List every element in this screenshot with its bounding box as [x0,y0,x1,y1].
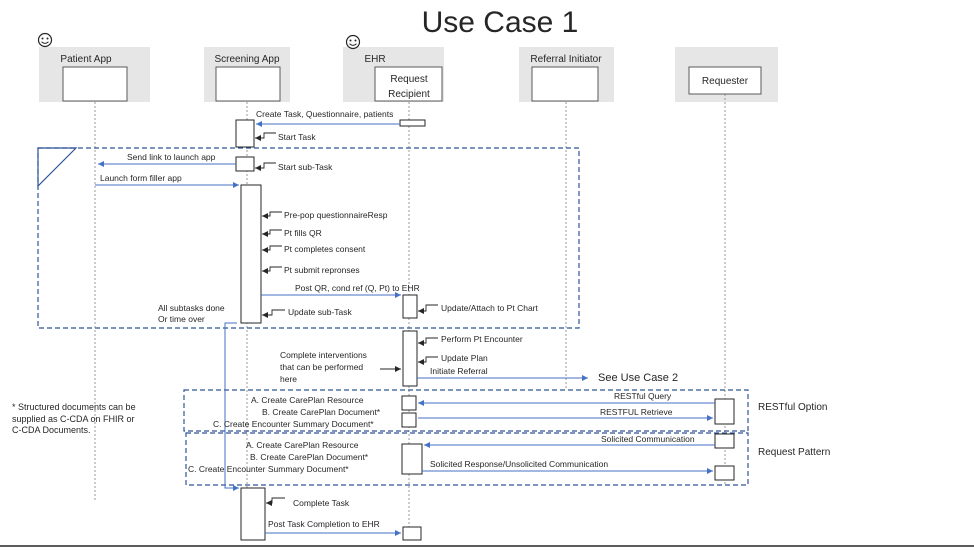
structured-docs-note: * Structured documents can be supplied a… [12,402,136,435]
msg-perform-encounter: Perform Pt Encounter [441,334,523,344]
msg-submit: Pt submit repronses [284,265,360,275]
message-arrows [95,121,715,536]
actor-screening-app: Screening App [204,47,290,102]
smiley-icon [37,32,53,48]
actor-patient-app: Patient App [39,47,150,102]
msg-fills-qr: Pt fills QR [284,228,322,238]
msg-interventions-1: Complete interventions [280,350,367,360]
msg-restful-retrieve: RESTFUL Retrieve [600,407,673,417]
restful-c: C. Create Encounter Summary Document* [213,419,374,429]
actor-sublabel-request: Request [390,74,427,85]
restful-a: A. Create CarePlan Resource [251,395,364,405]
msg-subtasks-done-2: Or time over [158,314,205,324]
restful-b: B. Create CarePlan Document* [262,407,381,417]
actor-ehr: EHR Request Recipient [343,47,444,102]
actor-requester: Requester [675,47,778,102]
request-b: B. Create CarePlan Document* [250,452,369,462]
msg-see-use-case-2: See Use Case 2 [598,372,678,384]
msg-start-task: Start Task [278,132,316,142]
msg-create-task: Create Task, Questionnaire, patients [256,109,393,119]
msg-restful-query: RESTful Query [614,391,672,401]
msg-update-attach: Update/Attach to Pt Chart [441,303,538,313]
activation-boxes [235,119,735,541]
msg-consent: Pt completes consent [284,244,366,254]
msg-interventions-2: that can be performed [280,362,363,372]
msg-post-completion: Post Task Completion to EHR [268,519,380,529]
msg-prepop: Pre-pop questionnaireResp [284,210,388,220]
msg-solicited-comm: Solicited Communication [601,434,695,444]
msg-launch-form: Launch form filler app [100,173,182,183]
actor-label-referral-initiator: Referral Initiator [530,54,602,65]
actor-label-requester: Requester [702,76,749,87]
msg-start-subtask: Start sub-Task [278,162,333,172]
self-call-arrows [255,132,438,506]
actor-sublabel-recipient: Recipient [388,89,430,100]
msg-interventions-3: here [280,374,297,384]
request-c: C. Create Encounter Summary Document* [188,464,349,474]
msg-update-plan: Update Plan [441,353,488,363]
fragment-corner [37,147,78,188]
msg-post-qr: Post QR, cond ref (Q, Pt) to EHR [295,283,420,293]
label-restful-option: RESTful Option [758,402,827,413]
actor-label-ehr: EHR [364,54,385,65]
request-a: A. Create CarePlan Resource [246,440,359,450]
diagram-title: Use Case 1 [421,6,579,39]
msg-subtasks-done-1: All subtasks done [158,303,225,313]
actor-label-patient-app: Patient App [60,54,112,65]
label-request-pattern: Request Pattern [758,447,830,458]
fragment-boxes [37,147,749,486]
msg-update-subtask: Update sub-Task [288,307,353,317]
actor-label-screening-app: Screening App [214,54,279,65]
msg-initiate-referral: Initiate Referral [430,366,488,376]
message-labels: Create Task, Questionnaire, patients Sta… [100,109,830,529]
msg-complete-task: Complete Task [293,498,350,508]
smiley-icon [345,34,361,50]
msg-send-link: Send link to launch app [127,152,216,162]
actor-referral-initiator: Referral Initiator [519,47,614,102]
msg-solicited-resp: Solicited Response/Unsolicited Communica… [430,459,608,469]
